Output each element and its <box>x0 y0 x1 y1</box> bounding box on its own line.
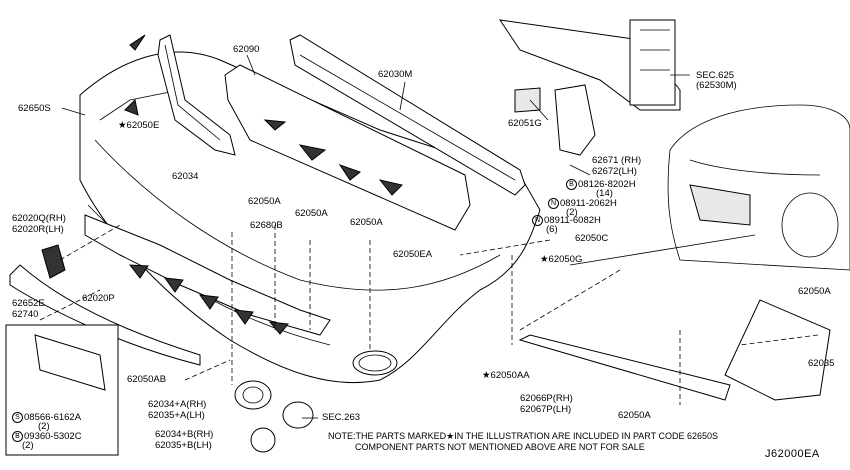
label-62050AB: 62050AB <box>127 374 167 385</box>
label-bolt2-qty: (2) <box>22 440 34 451</box>
label-bolt1-qty: (14) <box>596 188 613 199</box>
label-screw1-qty: (2) <box>38 421 50 432</box>
label-sec625: SEC.625 <box>696 70 735 81</box>
label-62034B: 62034+B(RH) <box>155 429 214 440</box>
fog-lamp-cover-62034B <box>250 427 276 453</box>
reinforcement-62030M <box>289 34 526 196</box>
diagram-code: J62000EA <box>765 448 820 460</box>
label-62671: 62671 (RH) <box>592 155 642 166</box>
label-62050EA: 62050EA <box>393 249 433 260</box>
label-sec625b: (62530M) <box>696 80 737 91</box>
label-62034: 62034 <box>172 171 199 182</box>
label-62030M: 62030M <box>378 69 413 80</box>
label-62050AA: ★62050AA <box>482 370 530 381</box>
label-62050A-4: 62050A <box>798 286 831 297</box>
label-62020P: 62020P <box>82 293 115 304</box>
label-62650S: 62650S <box>18 103 51 114</box>
label-62680B: 62680B <box>250 220 283 231</box>
note-line-1: NOTE:THE PARTS MARKED★IN THE ILLUSTRATIO… <box>328 431 718 441</box>
label-62050A-2: 62050A <box>295 208 328 219</box>
label-62652E: 62652E <box>12 298 45 309</box>
label-62034A: 62034+A(RH) <box>148 399 207 410</box>
label-62050C: 62050C <box>575 233 609 244</box>
label-62066P: 62066P(RH) <box>520 393 573 404</box>
star-marker: ★ <box>540 254 549 265</box>
n-marker: N <box>548 198 559 209</box>
label-nut2-qty: (6) <box>546 224 558 235</box>
star-marker: ★ <box>118 120 127 131</box>
label-62035B: 62035+B(LH) <box>155 440 212 451</box>
b-marker: B <box>566 179 577 190</box>
label-62672: 62672(LH) <box>592 166 637 177</box>
fog-lamp-62034A <box>234 380 272 410</box>
note-line-2: COMPONENT PARTS NOT MENTIONED ABOVE ARE … <box>355 442 645 452</box>
label-62067P: 62067P(LH) <box>520 404 572 415</box>
label-62740: 62740 <box>12 309 39 320</box>
label-62051G: 62051G <box>508 118 542 129</box>
label-62090: 62090 <box>233 44 260 55</box>
b-marker: B <box>12 431 23 442</box>
label-62050G: ★62050G <box>540 254 583 265</box>
label-62035A: 62035+A(LH) <box>148 410 205 421</box>
s-marker: S <box>12 412 23 423</box>
label-nut1-qty: (2) <box>566 207 578 218</box>
grille-62090 <box>224 64 471 231</box>
n-marker: N <box>532 215 543 226</box>
side-garnish-62066P <box>518 334 731 401</box>
star-marker: ★ <box>482 370 491 381</box>
lower-strip-62020P <box>9 264 201 366</box>
label-62035: 62035 <box>808 358 835 369</box>
label-62050E: ★62050E <box>118 120 160 131</box>
label-62050A-1: 62050A <box>248 196 281 207</box>
label-sec263: SEC.263 <box>322 412 361 423</box>
label-62020R: 62020R(LH) <box>12 224 64 235</box>
label-62020Q: 62020Q(RH) <box>12 213 66 224</box>
vehicle-outline <box>667 104 850 271</box>
bracket-62034 <box>157 34 236 156</box>
label-62050A-3: 62050A <box>350 217 383 228</box>
label-62050A-5: 62050A <box>618 410 651 421</box>
